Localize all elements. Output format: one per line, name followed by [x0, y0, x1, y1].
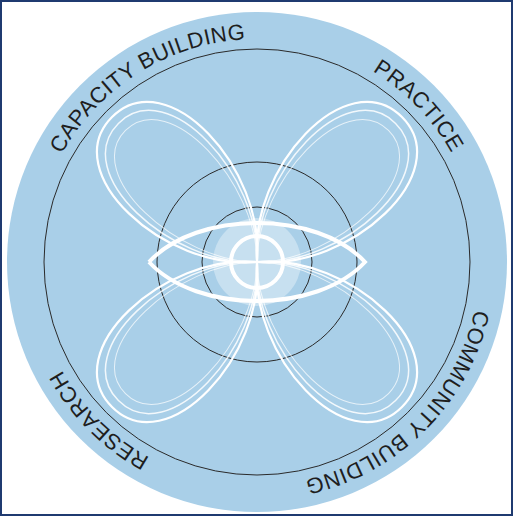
sector-label: COMMUNITY BUILDING — [303, 308, 494, 499]
petal-line — [217, 222, 442, 447]
petal-line — [217, 77, 442, 302]
sector-label-text: CAPACITY BUILDING — [44, 19, 246, 157]
petal-line — [83, 88, 293, 298]
petal-line — [83, 226, 293, 436]
petal-line — [221, 88, 431, 298]
petal-line — [72, 77, 297, 302]
petal-line — [221, 226, 431, 436]
sector-label-text: COMMUNITY BUILDING — [303, 308, 494, 499]
petal-loops — [72, 77, 441, 446]
sector-label: PRACTICE — [370, 54, 469, 155]
center-lens — [149, 223, 365, 301]
sector-label-text: PRACTICE — [370, 54, 469, 155]
outer-ring — [44, 49, 470, 475]
petal-line — [226, 99, 420, 293]
petal-line — [94, 99, 288, 293]
wheel-outline-circle — [7, 12, 507, 512]
wheel-ground — [7, 12, 507, 512]
sector-label-text: RESEARCH — [44, 367, 152, 475]
center-ring — [231, 236, 283, 288]
petal-line — [226, 231, 420, 425]
sector-label: RESEARCH — [44, 367, 152, 475]
petal-line — [72, 222, 297, 447]
sector-label: CAPACITY BUILDING — [44, 19, 246, 157]
petal-line — [94, 231, 288, 425]
